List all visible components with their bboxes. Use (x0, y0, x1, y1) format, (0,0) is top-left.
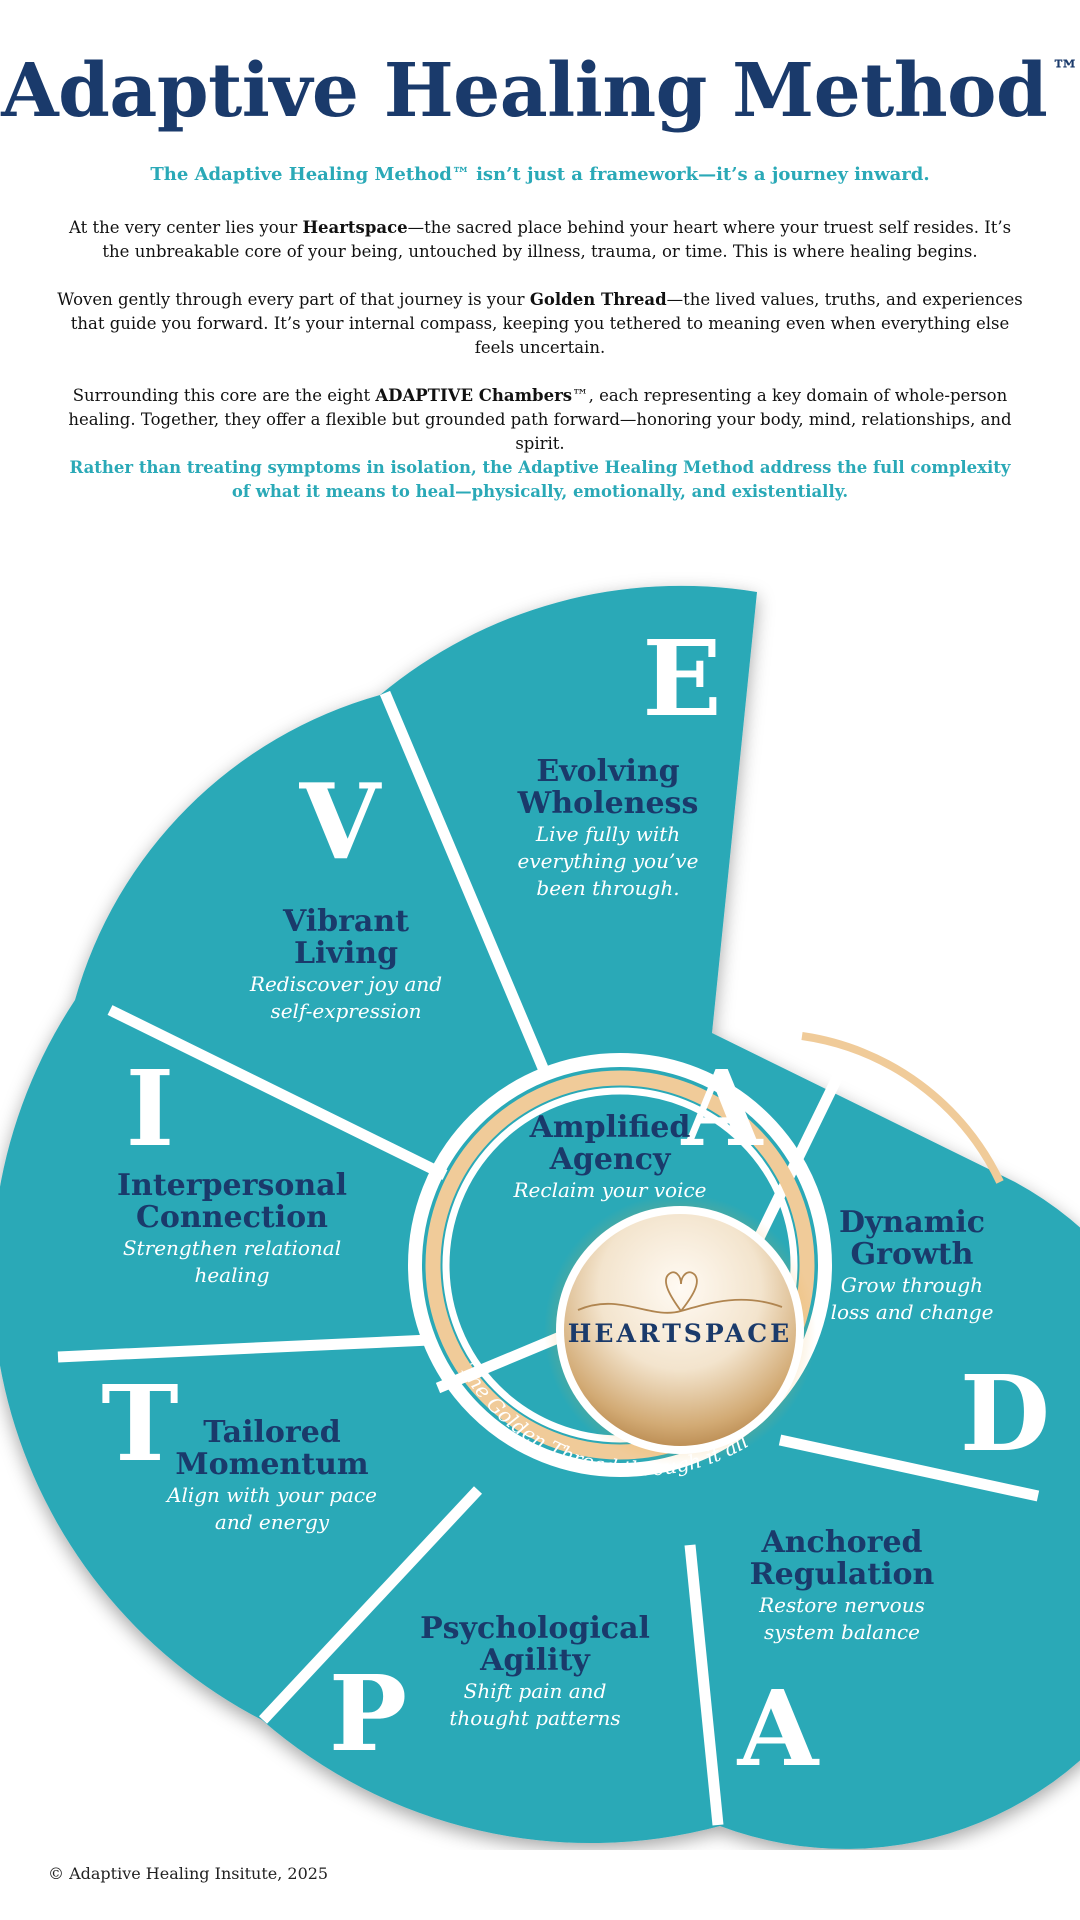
heartspace-term: Heartspace (302, 218, 408, 237)
chamber-title: Dynamic (839, 1205, 985, 1240)
golden-thread-paragraph-pre: Woven gently through every part of that … (57, 290, 530, 309)
copyright-footer: © Adaptive Healing Insitute, 2025 (48, 1864, 329, 1883)
trademark-symbol: ™ (1051, 54, 1079, 87)
chamber-letter: T (101, 1362, 178, 1485)
chamber-subtitle: and energy (215, 1510, 330, 1534)
chamber-title: Connection (136, 1200, 328, 1235)
chambers-term: ADAPTIVE Chambers (375, 386, 573, 405)
chamber-letter: E (642, 617, 721, 740)
golden-thread-term: Golden Thread (529, 290, 667, 309)
chamber-subtitle: Rediscover joy and (249, 972, 442, 996)
chamber-subtitle: loss and change (831, 1300, 994, 1324)
chamber-subtitle: been through. (536, 876, 679, 900)
chamber-title: Tailored (203, 1415, 341, 1450)
chamber-subtitle: Live fully with (535, 822, 680, 846)
chamber-letter: P (329, 1652, 407, 1775)
chamber-subtitle: everything you’ve (518, 849, 699, 873)
chambers-paragraph: Surrounding this core are the eight ADAP… (55, 384, 1025, 456)
chamber-title: Amplified (529, 1110, 691, 1145)
chamber-subtitle: system balance (764, 1620, 920, 1644)
heartspace-paragraph-pre: At the very center lies your (68, 218, 303, 237)
heartspace-paragraph: At the very center lies your Heartspace—… (55, 216, 1025, 264)
title-text: Adaptive Healing Method (1, 48, 1048, 134)
chambers-paragraph-post: ™, each representing a key domain of who… (68, 386, 1012, 453)
chamber-subtitle: Shift pain and (464, 1679, 607, 1703)
golden-thread-paragraph: Woven gently through every part of that … (55, 288, 1025, 360)
chamber-subtitle: healing (194, 1263, 269, 1287)
chamber-title: Interpersonal (117, 1168, 347, 1203)
heart-thread-icon (577, 1271, 783, 1314)
heartspace-paragraph-post: —the sacred place behind your heart wher… (102, 218, 1012, 261)
chamber-title: Anchored (760, 1525, 922, 1560)
chamber-subtitle: Reclaim your voice (512, 1178, 706, 1202)
chamber-title: Momentum (175, 1447, 369, 1482)
heartspace-label: HEARTSPACE (568, 1319, 792, 1348)
chamber-subtitle: Grow through (841, 1273, 983, 1297)
adaptive-chambers-diagram: HEARTSPACE The Golden Thread through it … (0, 560, 1080, 1849)
chamber-title: Growth (851, 1237, 974, 1272)
golden-thread-paragraph-post: —the lived values, truths, and experienc… (70, 290, 1023, 357)
closing-statement: Rather than treating symptoms in isolati… (69, 458, 1011, 501)
chamber-title: Evolving (536, 754, 679, 789)
chamber-title: Regulation (750, 1557, 935, 1592)
chamber-subtitle: Strengthen relational (123, 1236, 341, 1260)
chamber-title: Wholeness (517, 786, 699, 821)
chamber-letter: D (960, 1352, 1050, 1475)
chamber-title: Living (294, 936, 398, 971)
chamber-title: Agency (549, 1142, 672, 1177)
chamber-subtitle: thought patterns (449, 1706, 620, 1730)
chamber-letter: A (681, 1047, 764, 1170)
chamber-subtitle: Restore nervous (758, 1593, 925, 1617)
chambers-paragraph-pre: Surrounding this core are the eight (72, 386, 376, 405)
chamber-title: Psychological (420, 1611, 650, 1646)
tagline: The Adaptive Healing Method™ isn’t just … (150, 164, 930, 185)
nautilus-body (0, 585, 1080, 1849)
chamber-subtitle: Align with your pace (165, 1483, 377, 1507)
chamber-letter: A (737, 1667, 820, 1790)
chamber-title: Agility (479, 1643, 591, 1678)
chamber-letter: V (299, 760, 383, 883)
chamber-subtitle: self-expression (270, 999, 421, 1023)
chamber-title: Vibrant (282, 904, 409, 939)
heartspace-orb: HEARTSPACE (544, 1194, 816, 1466)
chamber-letter: I (126, 1047, 175, 1170)
